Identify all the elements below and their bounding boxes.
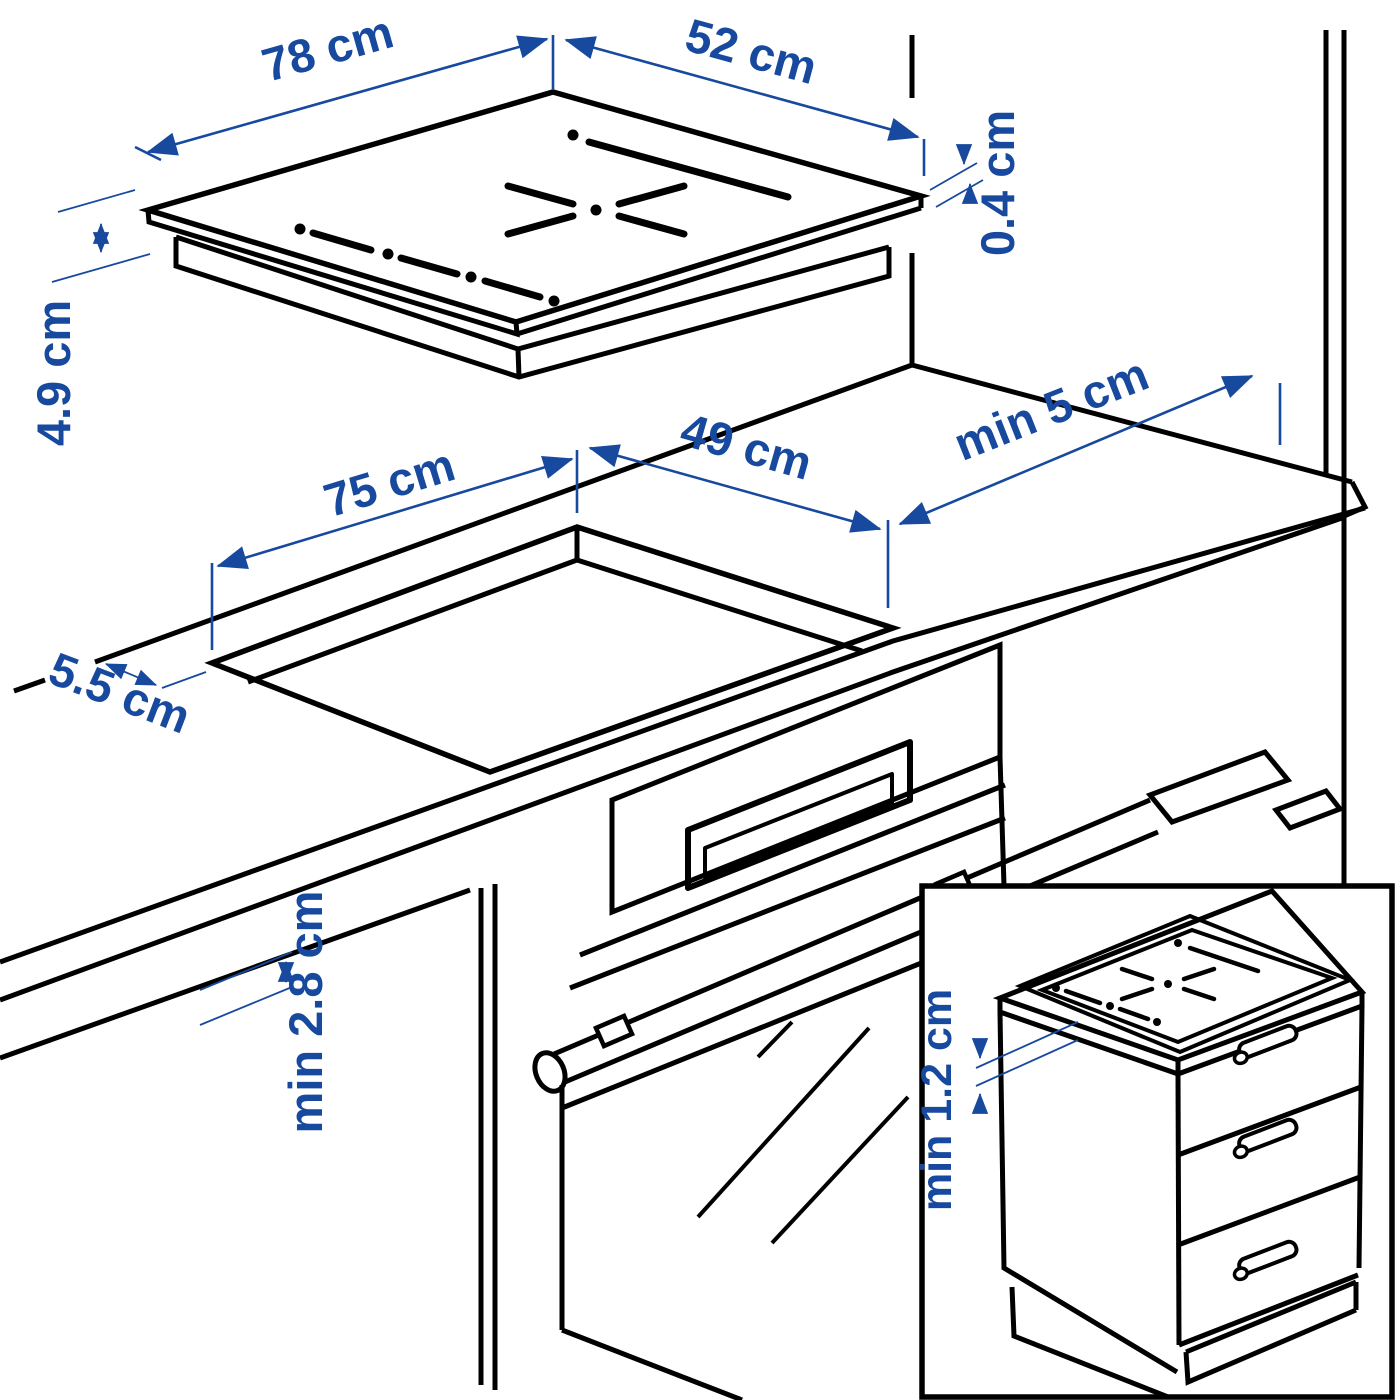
dimension-4_9cm: 4.9 cm <box>27 189 151 446</box>
cabinet-front-rail <box>0 887 471 1061</box>
drawer-divider-2 <box>1177 1174 1361 1248</box>
cabinet-side-clearance-label: min 1.2 cm <box>913 989 961 1211</box>
drawer-divider-1 <box>1177 1084 1362 1158</box>
inset-detail-box: min 1.2 cm <box>913 883 1395 1400</box>
rear-clearance-label: 5.5 cm <box>42 642 198 744</box>
oven-display <box>685 739 913 891</box>
dimension-min5cm: min 5 cm <box>898 347 1282 526</box>
oven-side-bracket <box>1145 749 1345 831</box>
drawer-handle-2 <box>1232 1117 1299 1160</box>
drawer-handle-3 <box>1232 1239 1299 1282</box>
dimension-0_4cm: 0.4 cm <box>929 110 1024 256</box>
drawer-handle-1 <box>1232 1023 1299 1066</box>
inset-base-cabinet <box>992 888 1367 1400</box>
inset-hob-markings <box>1052 939 1261 1026</box>
dimension-5_5cm: 5.5 cm <box>42 642 207 744</box>
oven-control-panel <box>609 641 1003 916</box>
oven-handle <box>532 797 1159 1094</box>
inset-hob-outline <box>1014 913 1356 1055</box>
worktop-cutout <box>204 524 902 775</box>
under-clearance-label: min 2.8 cm <box>279 891 332 1134</box>
dimension-min1_2cm: min 1.2 cm <box>913 989 1079 1211</box>
hob-height-label: 4.9 cm <box>27 300 80 446</box>
inset-cabinet-side <box>997 1011 1179 1375</box>
dimension-min2_8cm: min 2.8 cm <box>199 891 332 1134</box>
induction-hob <box>138 89 931 380</box>
dimension-75cm: 75 cm <box>210 437 579 650</box>
wall-clearance-label: min 5 cm <box>946 347 1155 471</box>
hob-body <box>173 234 892 380</box>
hob-depth-label: 52 cm <box>680 8 823 94</box>
inset-plinth <box>1009 1279 1359 1400</box>
glass-thickness-label: 0.4 cm <box>971 110 1024 256</box>
hob-width-label: 78 cm <box>256 4 399 91</box>
base-cabinet-frame <box>478 884 498 1390</box>
hob-glass-top <box>138 89 931 325</box>
